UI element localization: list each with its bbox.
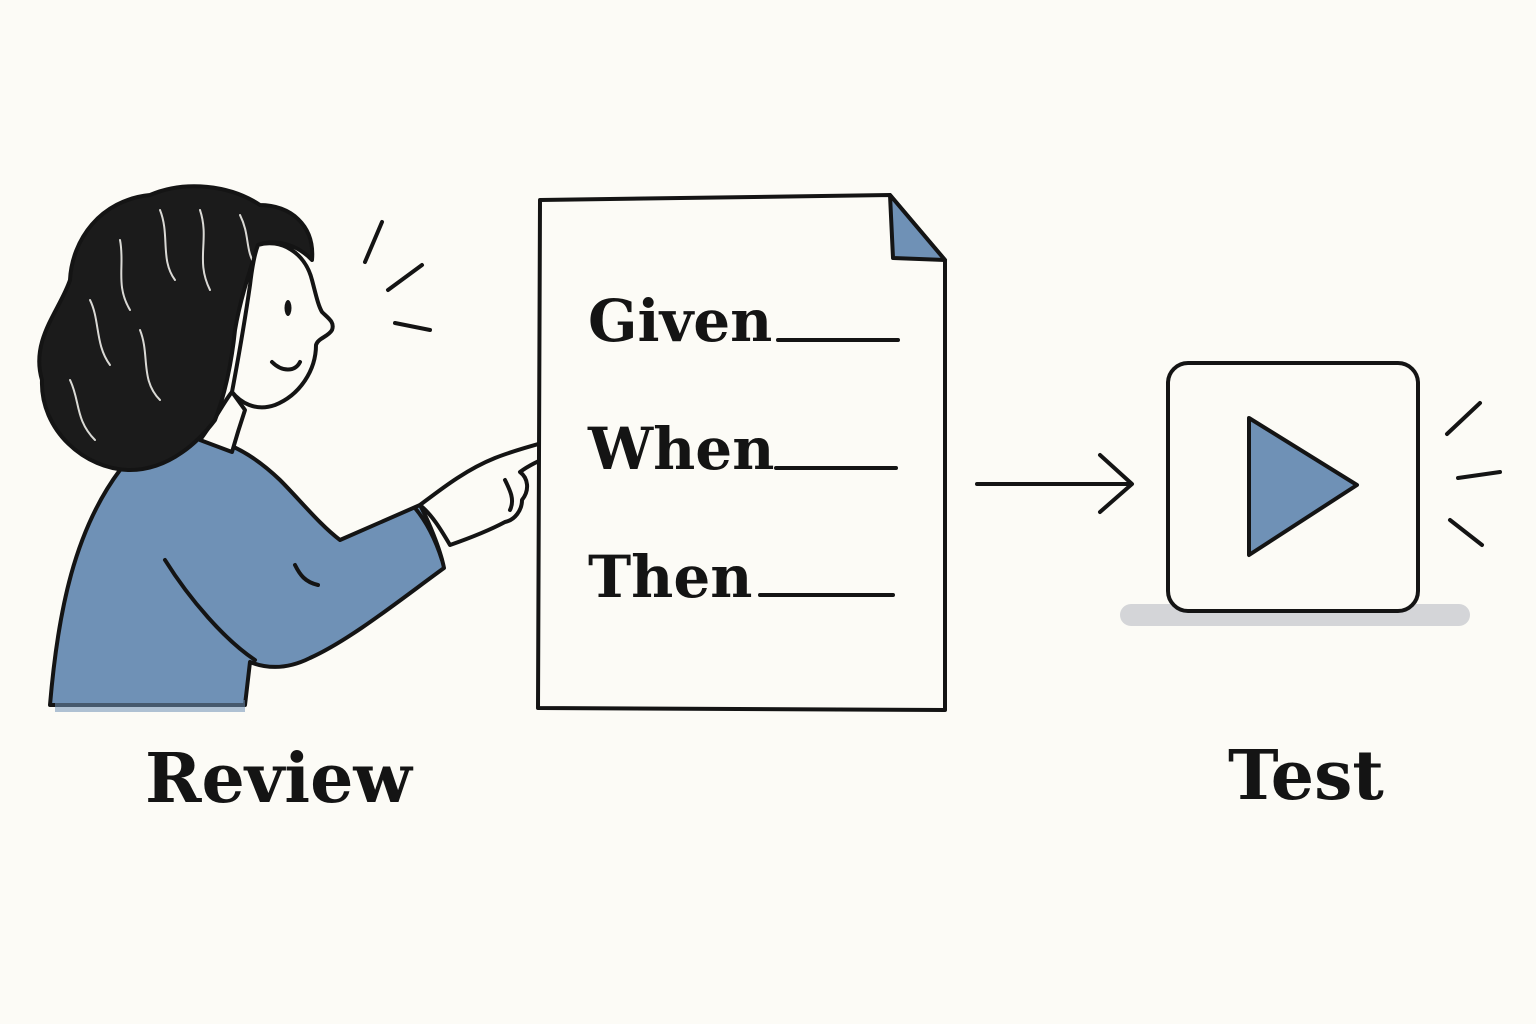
review-label: Review: [145, 739, 412, 819]
document-page: [536, 193, 947, 712]
test-label: Test: [1228, 736, 1384, 816]
sweater: [48, 434, 446, 707]
given-keyword: Given: [588, 287, 773, 355]
arrow-right-icon: [975, 453, 1134, 514]
face: [230, 241, 335, 410]
eye: [284, 300, 292, 316]
person-ground: [55, 700, 245, 712]
smile: [270, 360, 302, 372]
then-keyword: Then: [588, 543, 753, 611]
hair-strands: [69, 209, 256, 441]
document-blanks: [758, 338, 900, 597]
hair: [37, 184, 315, 472]
attention-ticks-person: [363, 220, 432, 332]
attention-ticks-play: [1445, 401, 1502, 547]
play-triangle: [1247, 416, 1359, 557]
person-reviewer-icon: [37, 184, 561, 707]
when-keyword: When: [588, 415, 775, 483]
document-icon: [536, 193, 947, 712]
hand: [418, 438, 561, 547]
play-button-icon: [1166, 361, 1420, 613]
document-fold: [888, 193, 947, 262]
